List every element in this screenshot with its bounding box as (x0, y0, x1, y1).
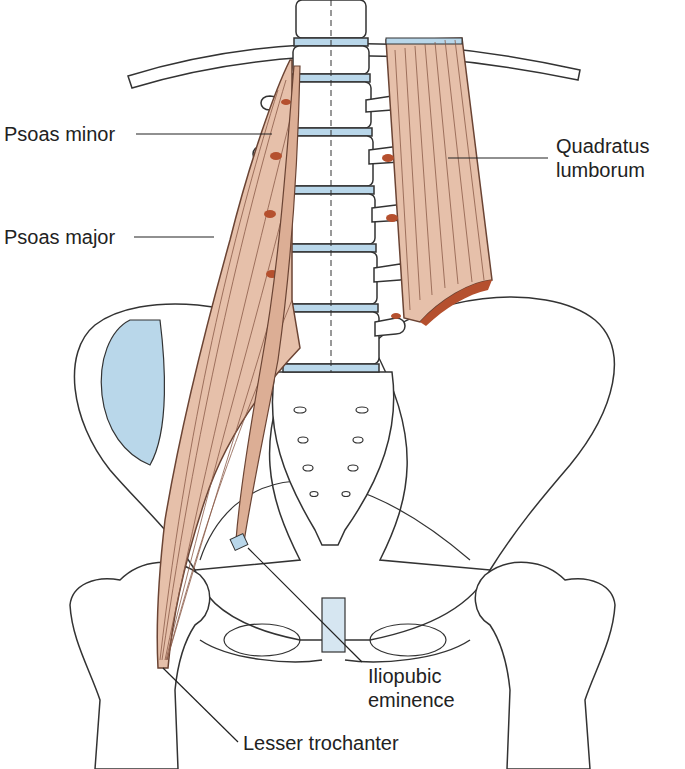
part-label: Quadratus lumborum (556, 134, 680, 182)
obturator-foramen (370, 624, 446, 656)
sacrum (272, 372, 393, 545)
spinous-line (331, 0, 332, 372)
femur-left (70, 562, 210, 769)
femur-right (475, 562, 615, 769)
muscle-fibers (395, 40, 484, 310)
iliac-fossa (101, 320, 164, 465)
vertebral-column (283, 0, 379, 372)
quadratus-lumborum-muscle (386, 38, 492, 322)
ilium-right (372, 297, 614, 570)
iliopubic-eminence (230, 534, 248, 551)
obturator-foramen (224, 624, 300, 656)
quadratus-attachment (386, 38, 462, 44)
part-label: Lesser trochanter (243, 731, 453, 755)
quadratus-attachment (420, 280, 492, 326)
attachment (382, 154, 401, 319)
part-label: Iliopubic eminence (368, 664, 488, 712)
part-label: Psoas major (4, 225, 144, 249)
leader-line (134, 134, 548, 742)
psoas-minor-muscle (236, 66, 300, 542)
sacral-foramina (294, 407, 368, 497)
part-label: Psoas minor (4, 122, 144, 146)
psoas-major-muscle (157, 60, 300, 668)
